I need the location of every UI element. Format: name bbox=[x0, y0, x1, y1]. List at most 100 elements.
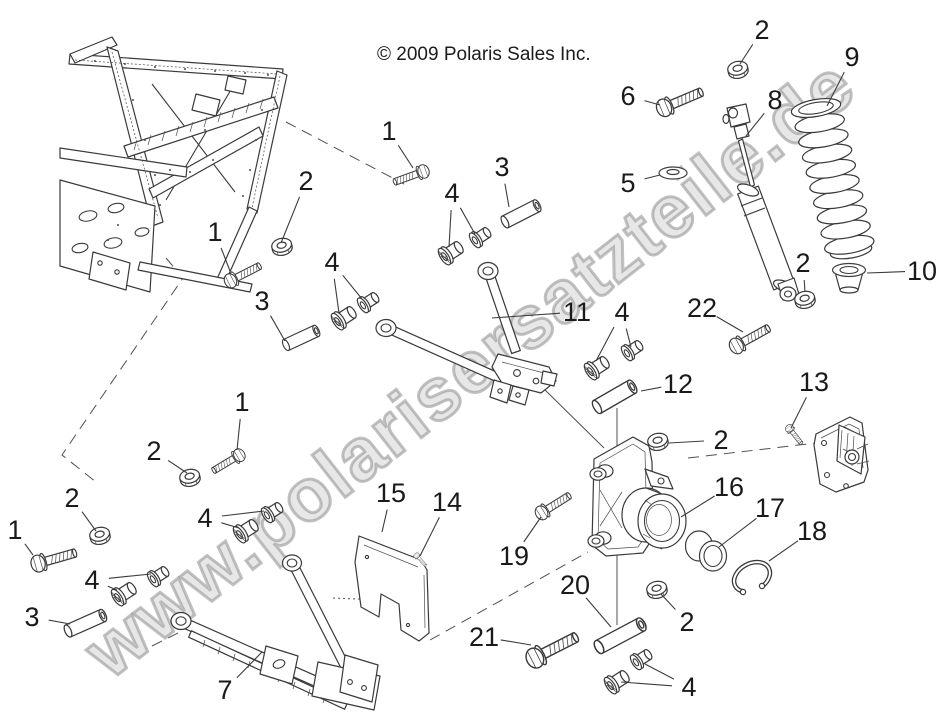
pivot-pin-20 bbox=[591, 615, 649, 656]
callout-1-4: 1 bbox=[207, 217, 222, 247]
callout-leader-line bbox=[504, 183, 510, 208]
callout-leader-line bbox=[625, 328, 632, 348]
callout-18-30: 18 bbox=[797, 516, 827, 546]
callout-2-16: 2 bbox=[754, 15, 769, 45]
bushing-4e-knurled bbox=[108, 578, 141, 609]
callout-leader-line bbox=[826, 71, 845, 107]
construction-lines bbox=[61, 121, 817, 647]
callout-6-15: 6 bbox=[620, 81, 635, 111]
callout-19-31: 19 bbox=[499, 541, 529, 571]
snap-ring-part bbox=[731, 559, 773, 596]
callout-12-25: 12 bbox=[663, 369, 693, 399]
callout-leader-line bbox=[595, 326, 615, 362]
callout-leader-line bbox=[448, 209, 452, 248]
callout-leader-line bbox=[280, 196, 301, 244]
coil-spring-part bbox=[790, 97, 875, 260]
callout-leader-line bbox=[459, 207, 476, 235]
callout-leader-line bbox=[167, 459, 188, 474]
callout-20-34: 20 bbox=[560, 570, 590, 600]
callout-leader-line bbox=[644, 663, 675, 680]
callout-leader-line bbox=[644, 100, 661, 106]
callout-leader-line bbox=[270, 315, 286, 342]
callout-leader-line bbox=[236, 418, 241, 451]
callout-leader-line bbox=[585, 597, 612, 628]
bushing-4d-knurled bbox=[230, 515, 263, 546]
callout-leader-line bbox=[333, 278, 340, 314]
callout-2-21: 2 bbox=[795, 248, 810, 278]
callout-leader-line bbox=[745, 112, 765, 137]
bushing-4b-knurled bbox=[328, 302, 361, 333]
callout-4-12: 4 bbox=[84, 565, 99, 595]
bushing-4c-knurled bbox=[581, 352, 614, 383]
callout-2-9: 2 bbox=[64, 483, 79, 513]
callout-leader-line bbox=[48, 619, 71, 625]
hex-bolt-1c bbox=[208, 446, 249, 478]
callout-8-17: 8 bbox=[767, 85, 782, 115]
callout-4-11: 4 bbox=[197, 503, 212, 533]
flange-nut-2a bbox=[725, 58, 751, 81]
callout-leader-line bbox=[739, 44, 754, 65]
callout-10-20: 10 bbox=[907, 256, 937, 286]
callout-leader-line bbox=[660, 593, 676, 610]
callout-11-23: 11 bbox=[563, 297, 591, 327]
callout-leader-line bbox=[644, 174, 661, 180]
callout-4-6: 4 bbox=[324, 247, 339, 277]
callout-leader-line bbox=[718, 517, 757, 548]
hex-bolt-1a bbox=[390, 162, 432, 190]
copyright-notice: © 2009 Polaris Sales Inc. bbox=[377, 44, 591, 65]
callout-leader-line bbox=[220, 247, 231, 272]
callout-2-36: 2 bbox=[679, 607, 694, 637]
callout-5-19: 5 bbox=[620, 168, 635, 198]
callout-leader-line bbox=[381, 509, 388, 533]
callout-leader-line bbox=[866, 271, 906, 274]
hex-bolt-22 bbox=[725, 319, 775, 358]
hex-bolt-21 bbox=[521, 626, 583, 673]
caliper-bolt-13 bbox=[783, 422, 806, 447]
callout-leader-line bbox=[803, 279, 806, 293]
callout-14-33: 14 bbox=[432, 487, 462, 517]
callout-13-26: 13 bbox=[799, 367, 829, 397]
callout-leader-line bbox=[419, 516, 440, 557]
callout-3-13: 3 bbox=[24, 602, 39, 632]
callout-4-37: 4 bbox=[681, 672, 696, 702]
callout-2-27: 2 bbox=[713, 425, 728, 455]
callout-3-2: 3 bbox=[494, 152, 509, 182]
callout-4-3: 4 bbox=[444, 178, 459, 208]
callout-leader-line bbox=[620, 681, 673, 687]
callout-leader-line bbox=[81, 511, 97, 532]
callout-22-22: 22 bbox=[687, 293, 717, 323]
flange-nut-2g bbox=[644, 578, 670, 601]
callout-1-0: 1 bbox=[381, 116, 396, 146]
callout-1-10: 1 bbox=[7, 515, 22, 545]
bearing-part bbox=[684, 530, 728, 572]
callout-leader-line bbox=[236, 651, 263, 679]
pivot-pin-12 bbox=[589, 377, 640, 416]
callout-leader-line bbox=[108, 573, 152, 579]
callout-leader-line bbox=[640, 386, 662, 392]
knuckle-part bbox=[587, 436, 687, 557]
bushing-4a-knurled bbox=[435, 237, 468, 268]
callout-leader-line bbox=[680, 495, 715, 518]
callout-leader-line bbox=[500, 639, 532, 646]
callout-leader-line bbox=[668, 440, 705, 444]
brake-caliper-part bbox=[813, 416, 870, 493]
callout-leader-line bbox=[523, 516, 542, 543]
callout-2-8: 2 bbox=[146, 436, 161, 466]
callout-16-28: 16 bbox=[714, 472, 744, 502]
shock-absorber-part bbox=[722, 103, 800, 302]
bushing-4f-knurled bbox=[601, 666, 634, 697]
frame-rivet-dots bbox=[94, 60, 269, 241]
bushing-4c-plain bbox=[618, 336, 647, 364]
callout-leader-line bbox=[491, 312, 561, 319]
flange-nut-2e bbox=[177, 466, 203, 489]
callout-3-5: 3 bbox=[254, 286, 269, 316]
washer-part bbox=[658, 166, 688, 180]
bushing-4e-plain bbox=[144, 562, 173, 590]
spring-retainer-part bbox=[831, 262, 867, 294]
callout-4-24: 4 bbox=[614, 297, 629, 327]
callout-1-7: 1 bbox=[234, 387, 249, 417]
callout-leader-line bbox=[107, 585, 118, 591]
callout-7-14: 7 bbox=[217, 675, 232, 705]
